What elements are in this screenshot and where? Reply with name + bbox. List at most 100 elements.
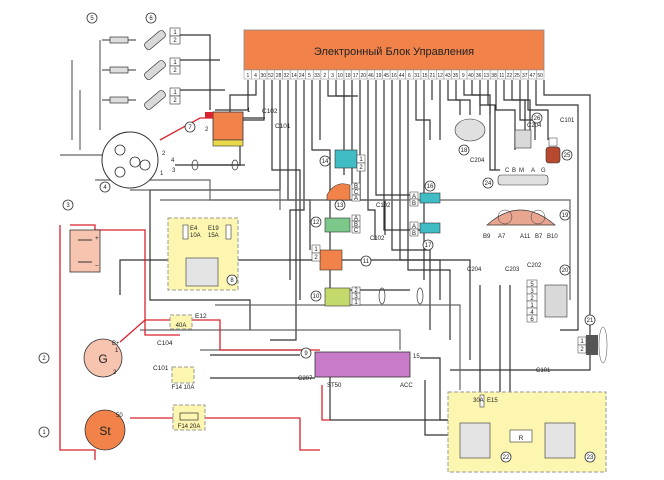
instrument-cluster: B9 A7 A11 B7 B10 C204 C203 bbox=[467, 209, 558, 273]
svg-text:B9: B9 bbox=[483, 234, 491, 240]
ecu-pin-label: 3 bbox=[331, 73, 334, 79]
ecu-pin-label: 14 bbox=[291, 73, 297, 79]
callout-25: 25 bbox=[561, 149, 573, 161]
svg-text:C204: C204 bbox=[467, 267, 482, 273]
ecu-pin-label: 9 bbox=[462, 73, 465, 79]
spark-plugs bbox=[102, 36, 136, 104]
ecu-title: Электронный Блок Управления bbox=[314, 46, 474, 58]
connector-pin-label: 1 bbox=[530, 303, 534, 309]
svg-text:C203: C203 bbox=[505, 267, 520, 273]
callout-20: 20 bbox=[559, 264, 571, 276]
ignition-switch: 15 ST50 ACC C207 bbox=[298, 351, 420, 389]
svg-text:St: St bbox=[99, 424, 111, 438]
relay-block-8: E4 10A E19 15A bbox=[167, 217, 239, 291]
ecu-pin-label: 47 bbox=[530, 73, 536, 79]
svg-text:15A: 15A bbox=[208, 233, 219, 239]
ecu-pin-label: 25 bbox=[514, 73, 520, 79]
svg-text:ACC: ACC bbox=[400, 383, 413, 389]
ecu-pin-label: 15 bbox=[422, 73, 428, 79]
svg-text:2: 2 bbox=[173, 98, 177, 104]
svg-text:B10: B10 bbox=[547, 234, 558, 240]
svg-text:25: 25 bbox=[564, 153, 571, 159]
ignition-coil: 2 1 C102 C101 bbox=[205, 108, 291, 147]
svg-text:C207: C207 bbox=[298, 376, 313, 382]
sensor-16: A B bbox=[409, 191, 441, 207]
ecu-pin bbox=[536, 69, 545, 80]
callout-2: 2 bbox=[38, 352, 50, 364]
ecu-pin-label: 5 bbox=[308, 73, 311, 79]
distributor: 2 4 1 3 bbox=[101, 131, 176, 189]
svg-text:A: A bbox=[412, 224, 416, 230]
ecu-pin-label: 33 bbox=[314, 73, 320, 79]
svg-text:−: − bbox=[95, 263, 99, 270]
svg-text:M: M bbox=[519, 168, 524, 174]
callout-16: 16 bbox=[424, 180, 436, 192]
svg-text:15: 15 bbox=[413, 354, 420, 360]
callout-19: 19 bbox=[559, 209, 571, 221]
sensor-26: C204 bbox=[514, 123, 542, 149]
callout-17: 17 bbox=[422, 239, 434, 251]
ecu-pin-label: 31 bbox=[414, 73, 420, 79]
svg-text:C101: C101 bbox=[536, 368, 551, 374]
ecu-pin-label: 38 bbox=[491, 73, 497, 79]
callout-5: 5 bbox=[86, 12, 98, 24]
ecu-pin-label: 44 bbox=[399, 73, 405, 79]
svg-text:A: A bbox=[412, 194, 416, 200]
svg-text:20: 20 bbox=[562, 268, 569, 274]
callout-11: 11 bbox=[360, 255, 372, 267]
svg-text:B+: B+ bbox=[112, 341, 120, 347]
callout-14: 14 bbox=[319, 155, 331, 167]
ecu-body bbox=[243, 29, 545, 71]
ecu-pin-label: 19 bbox=[376, 73, 382, 79]
svg-text:17: 17 bbox=[425, 243, 432, 249]
ecu-pin-label: 30 bbox=[260, 73, 266, 79]
svg-text:C: C bbox=[505, 168, 510, 174]
ecu-pin-label: 12 bbox=[437, 73, 443, 79]
svg-text:1: 1 bbox=[115, 348, 119, 354]
svg-text:A: A bbox=[531, 168, 535, 174]
svg-text:C102: C102 bbox=[370, 236, 385, 242]
callout-13: 13 bbox=[334, 199, 346, 211]
sensor-13: B C A C102 bbox=[326, 182, 391, 209]
ecu-pin-label: 50 bbox=[537, 73, 543, 79]
callout-4: 4 bbox=[99, 181, 111, 193]
svg-text:C: C bbox=[354, 228, 359, 234]
svg-text:18: 18 bbox=[461, 148, 468, 154]
svg-text:16: 16 bbox=[427, 184, 434, 190]
ecu-pin-label: 16 bbox=[391, 73, 397, 79]
svg-text:2: 2 bbox=[580, 347, 584, 353]
svg-text:4: 4 bbox=[103, 185, 107, 191]
svg-text:B: B bbox=[354, 222, 358, 228]
svg-text:2: 2 bbox=[113, 370, 117, 376]
svg-text:3: 3 bbox=[354, 294, 358, 300]
svg-text:30A: 30A bbox=[473, 398, 484, 404]
svg-text:1: 1 bbox=[42, 430, 46, 436]
callout-12: 12 bbox=[310, 216, 322, 228]
sensor-10: 2 3 1 bbox=[324, 286, 424, 307]
connector-pin-label: 3 bbox=[530, 289, 534, 295]
svg-text:22: 22 bbox=[503, 455, 510, 461]
callout-7: 7 bbox=[184, 121, 196, 133]
svg-text:E15: E15 bbox=[487, 398, 498, 404]
ecu-pin-label: 17 bbox=[353, 73, 359, 79]
svg-text:C204: C204 bbox=[470, 158, 485, 164]
svg-text:C204: C204 bbox=[527, 123, 542, 129]
svg-text:3: 3 bbox=[66, 203, 70, 209]
callout-21: 21 bbox=[584, 314, 596, 326]
svg-text:2: 2 bbox=[173, 38, 177, 44]
svg-text:E12: E12 bbox=[195, 313, 207, 320]
injectors: 1 2 1 2 1 2 bbox=[144, 27, 181, 110]
svg-text:3: 3 bbox=[172, 168, 176, 174]
svg-text:26: 26 bbox=[534, 116, 541, 122]
wires bbox=[60, 34, 591, 436]
svg-text:40A: 40A bbox=[176, 323, 187, 329]
svg-text:B: B bbox=[412, 201, 416, 207]
svg-text:19: 19 bbox=[562, 213, 569, 219]
svg-text:A: A bbox=[354, 196, 358, 202]
callout-24: 24 bbox=[482, 177, 494, 189]
ecu-pin-label: 18 bbox=[345, 73, 351, 79]
sensor-11: 1 2 bbox=[311, 244, 343, 271]
